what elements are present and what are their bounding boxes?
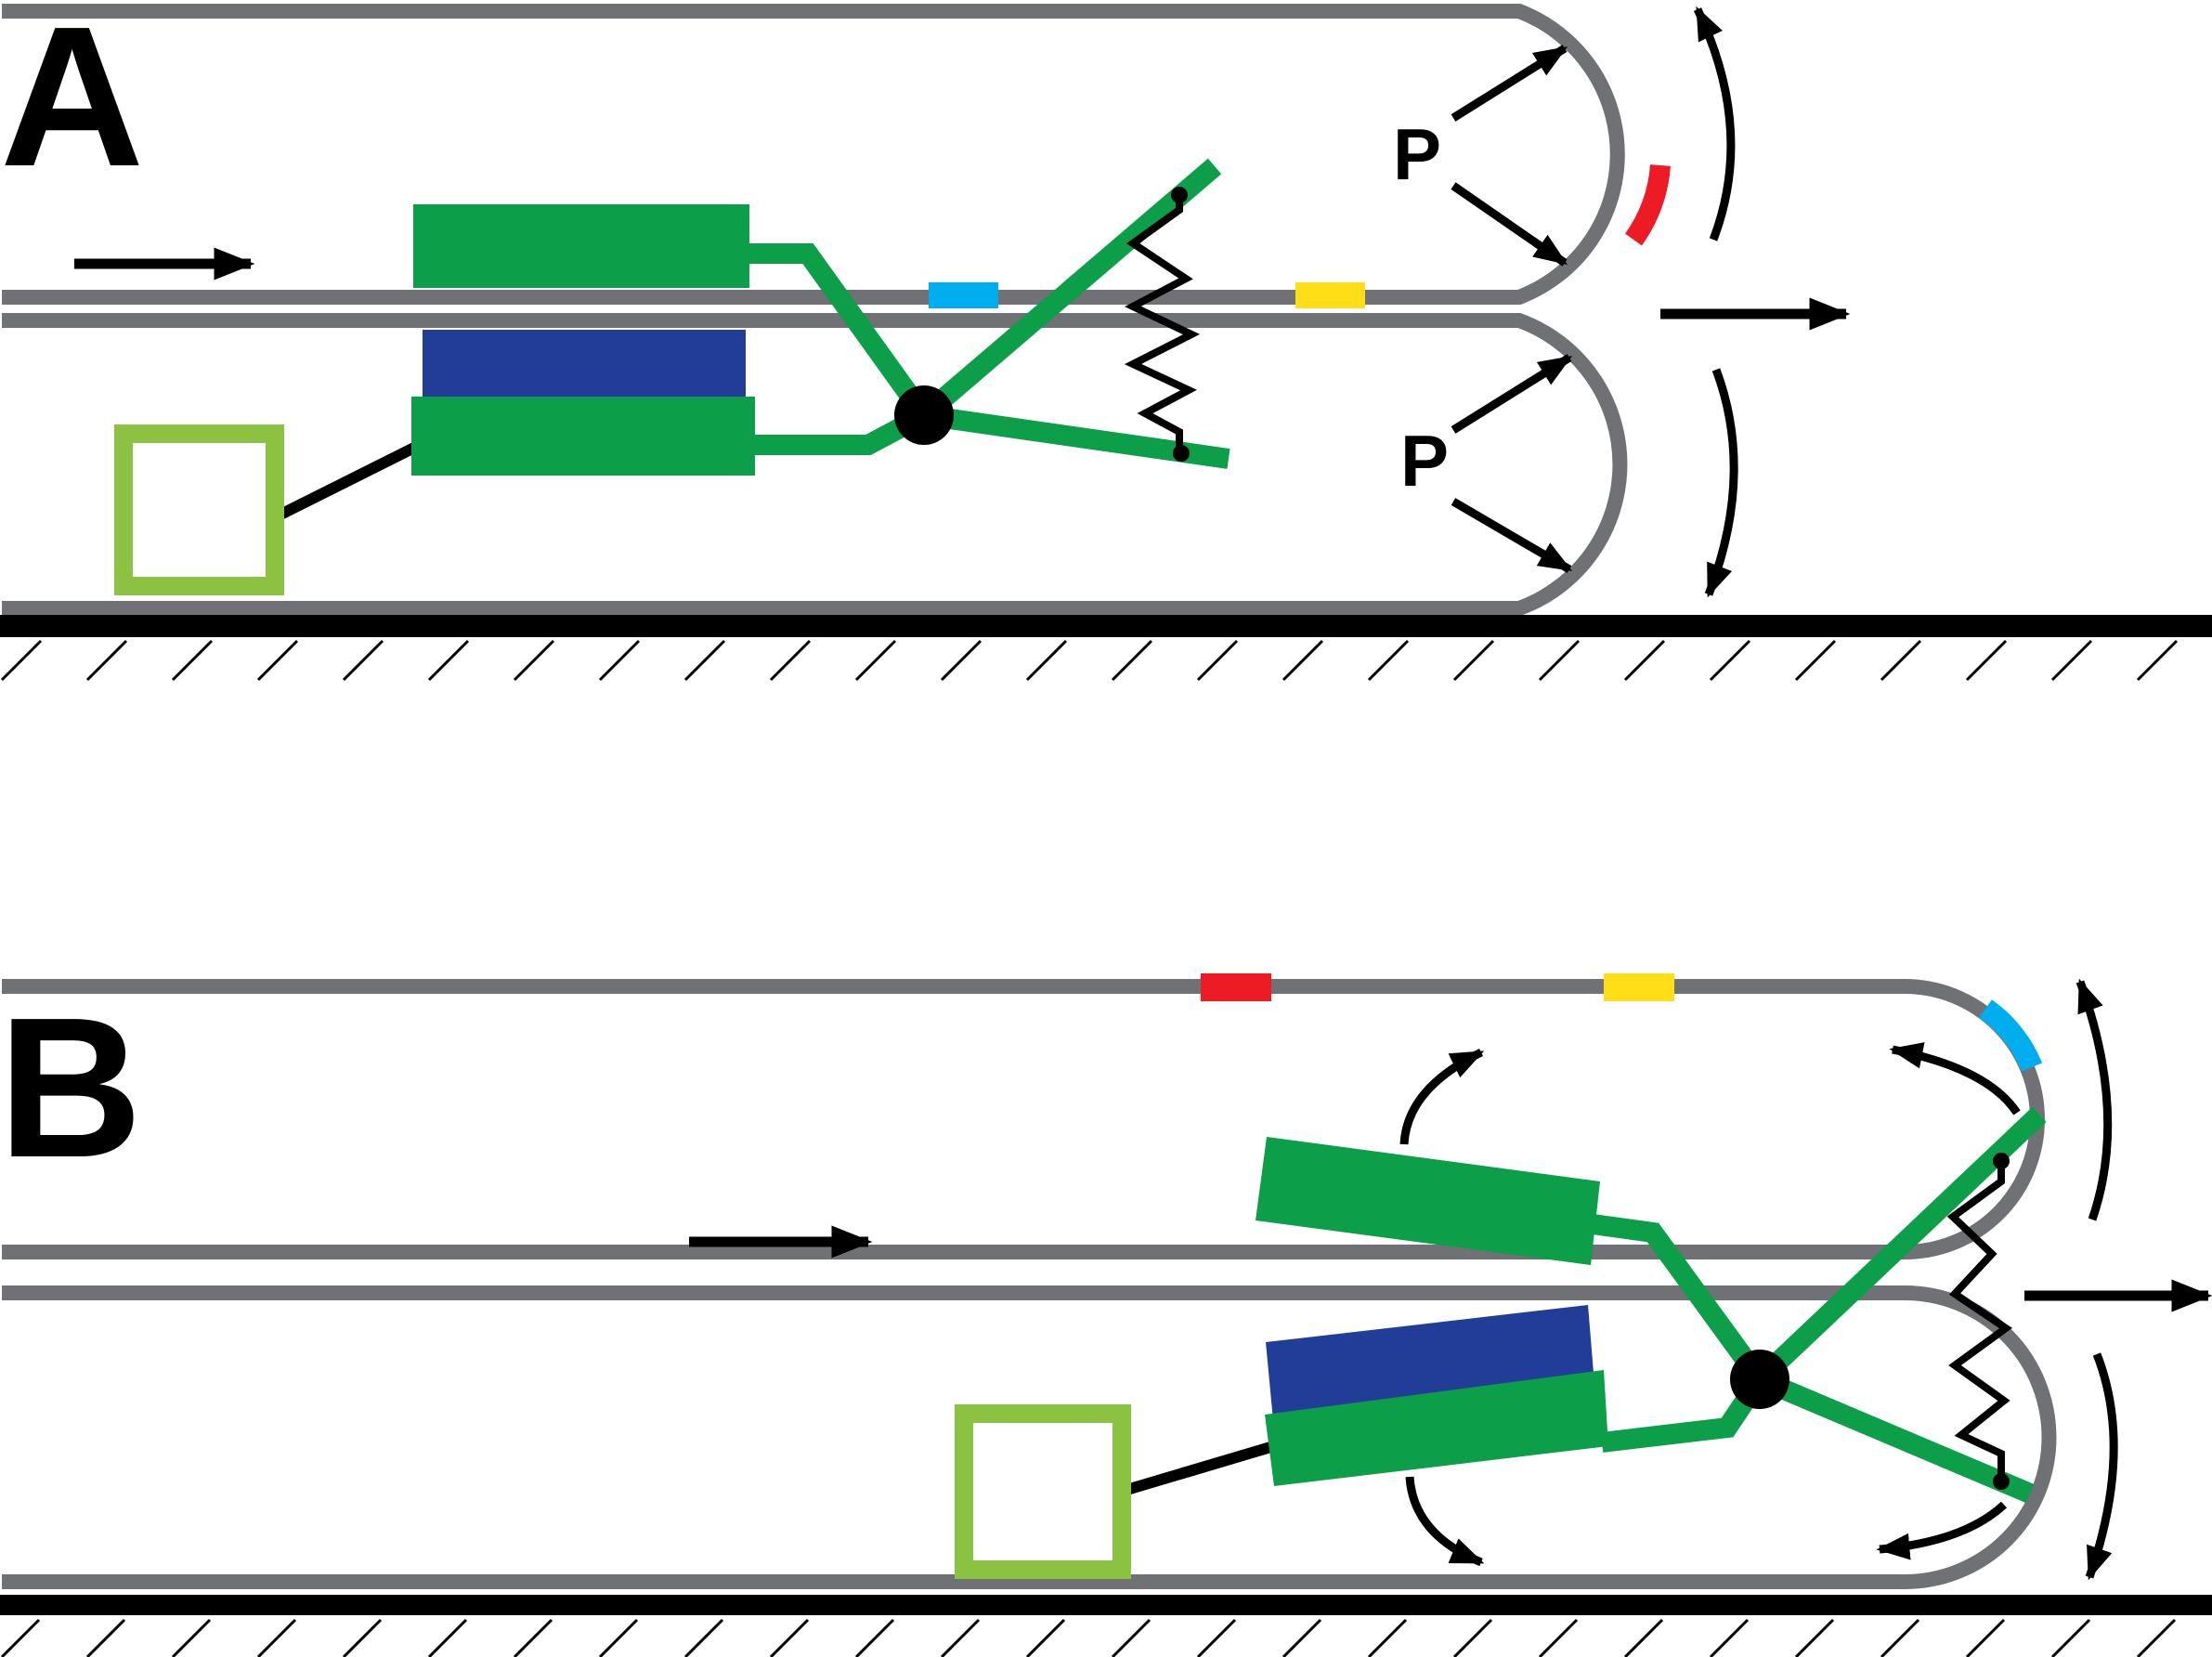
panel-a-blue-marker bbox=[929, 282, 998, 308]
panel-a-linkage bbox=[743, 158, 1230, 469]
panel-a-label: A bbox=[0, 0, 144, 208]
curved-arrow-icon bbox=[1889, 1042, 2021, 1116]
panel-b-motor-lower-block bbox=[1265, 1370, 1608, 1486]
pressure-arrow-icon bbox=[1451, 182, 1568, 267]
curved-arrow-icon bbox=[1876, 1501, 2008, 1560]
panel-b-cargo-box bbox=[955, 1404, 1131, 1579]
curved-arrow-icon bbox=[2075, 978, 2113, 1221]
panel-b-long-lever bbox=[1752, 1107, 2047, 1387]
spring-icon bbox=[1946, 1153, 2012, 1490]
panel-a-membranes bbox=[2, 4, 1628, 616]
curved-arrow-icon bbox=[2085, 1352, 2118, 1581]
panel-a-long-lever bbox=[917, 158, 1222, 424]
spring-icon bbox=[1124, 187, 1201, 462]
panel-b: B bbox=[0, 973, 2212, 1657]
panel-a-upper-membrane-loop bbox=[2, 4, 1625, 305]
panel-b-yellow-marker bbox=[1604, 973, 1674, 1001]
pivot-icon bbox=[1730, 1350, 1789, 1409]
panel-b-blue-marker bbox=[1978, 999, 2043, 1072]
panel-b-motor-upper-block bbox=[1256, 1137, 1600, 1265]
panel-a-cargo-box bbox=[114, 424, 284, 595]
panel-a-motor-blue-domain bbox=[423, 330, 746, 399]
panel-a-rotation-arrows bbox=[1693, 6, 1738, 598]
panel-b-label: B bbox=[0, 975, 142, 1199]
panel-b-ground-hatching bbox=[0, 1618, 2177, 1657]
panel-b-membranes bbox=[2, 979, 2057, 1589]
panel-a-cargo-tether bbox=[276, 440, 421, 521]
panel-a: A bbox=[0, 0, 2212, 682]
panel-a-pressure-arrows bbox=[1451, 45, 1573, 573]
curved-arrow-icon bbox=[1399, 1048, 1485, 1145]
panel-a-red-marker bbox=[1624, 163, 1671, 246]
curved-arrow-icon bbox=[1693, 6, 1736, 241]
panel-a-pressure-label-upper: P bbox=[1393, 113, 1441, 195]
panel-b-lower-membrane-loop bbox=[2, 1285, 2057, 1589]
pressure-arrow-icon bbox=[1451, 354, 1573, 434]
panel-a-ground-line bbox=[0, 615, 2212, 637]
panel-b-upper-membrane-loop bbox=[2, 979, 2045, 1259]
panel-a-upper-link bbox=[743, 243, 932, 422]
panel-a-pressure-label-lower: P bbox=[1400, 420, 1449, 502]
panel-a-ground-hatching bbox=[0, 639, 2179, 682]
pressure-arrow-icon bbox=[1451, 45, 1568, 122]
panel-b-short-lever bbox=[1755, 1369, 2035, 1504]
panel-a-motor-upper-block bbox=[413, 204, 749, 288]
pivot-icon bbox=[894, 385, 954, 445]
curved-arrow-icon bbox=[1405, 1476, 1485, 1567]
panel-a-yellow-marker bbox=[1295, 282, 1365, 308]
curved-arrow-icon bbox=[1704, 368, 1738, 598]
panel-b-red-marker bbox=[1201, 973, 1271, 1001]
panel-b-ground-line bbox=[0, 1595, 2212, 1615]
panel-b-rotation-arrows bbox=[1399, 978, 2118, 1581]
panel-a-lower-membrane-loop bbox=[2, 313, 1628, 616]
pressure-arrow-icon bbox=[1451, 498, 1573, 573]
panel-b-upper-link bbox=[1591, 1214, 1768, 1386]
panel-a-motor-lower-block bbox=[411, 397, 755, 476]
panel-b-cargo-tether bbox=[1122, 1440, 1279, 1496]
